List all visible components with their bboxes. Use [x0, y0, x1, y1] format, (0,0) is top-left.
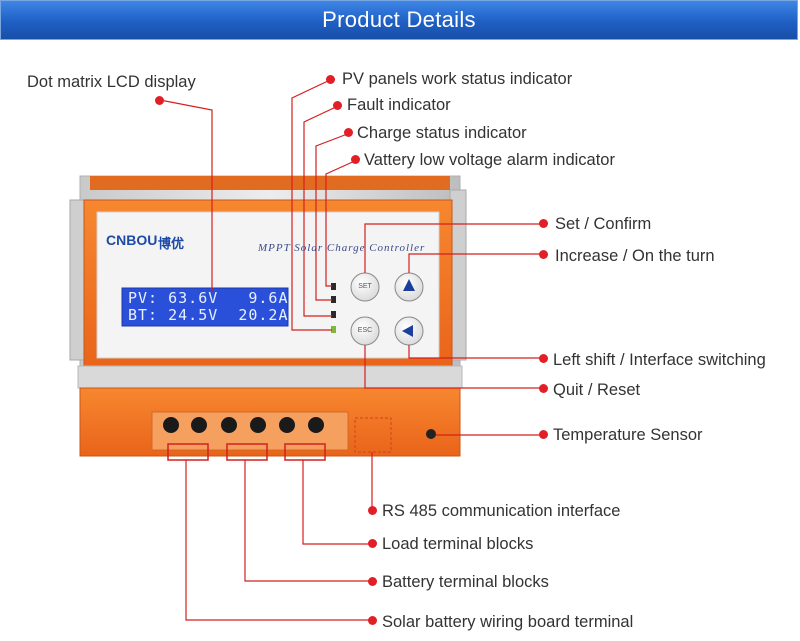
temperature-sensor-port	[426, 429, 436, 439]
callout-battery-term: Battery terminal blocks	[382, 573, 549, 591]
callout-solar: Solar battery wiring board terminal	[382, 613, 634, 631]
esc-button-label: ESC	[357, 327, 373, 334]
callout-temp-dot	[539, 430, 548, 439]
page-title: Product Details	[322, 7, 476, 32]
callout-battery-low: Vattery low voltage alarm indicator	[364, 151, 615, 169]
set-button-label: SET	[358, 283, 372, 290]
leader-lines	[159, 79, 542, 621]
terminal-brackets	[167, 443, 326, 461]
callout-quit-dot	[539, 384, 548, 393]
callout-rs485-dot	[368, 506, 377, 515]
callout-charge-dot	[344, 128, 353, 137]
callout-left: Left shift / Interface switching	[553, 351, 766, 369]
callout-pv: PV panels work status indicator	[342, 70, 573, 88]
callout-battery-term-dot	[368, 577, 377, 586]
callout-fault-dot	[333, 101, 342, 110]
callout-temp: Temperature Sensor	[553, 426, 703, 444]
callout-battery-low-dot	[351, 155, 360, 164]
terminal-screws	[163, 417, 324, 433]
callout-charge: Charge status indicator	[357, 124, 527, 142]
callout-increase: Increase / On the turn	[555, 247, 715, 265]
callout-lcd-dot	[155, 96, 164, 105]
callout-set: Set / Confirm	[555, 215, 652, 233]
callout-increase-dot	[539, 250, 548, 259]
brand-logo-cn: 博优	[158, 236, 185, 251]
device-terminal-housing	[79, 387, 461, 457]
header-banner: Product Details	[0, 0, 798, 40]
callout-lcd: Dot matrix LCD display	[27, 73, 196, 91]
brand-logo: CNBOU	[106, 232, 158, 248]
product-name: MPPT Solar Charge Controller	[258, 242, 426, 254]
callout-load: Load terminal blocks	[382, 535, 534, 553]
callout-fault: Fault indicator	[347, 96, 451, 114]
control-buttons	[350, 272, 424, 346]
lcd-screen	[121, 287, 289, 327]
callout-quit: Quit / Reset	[553, 381, 641, 399]
rs485-port	[354, 417, 392, 453]
lcd-line-2: BT: 24.5V 20.2A	[128, 306, 289, 324]
lcd-line-1: PV: 63.6V 9.6A	[128, 289, 289, 307]
device-front-panel	[83, 199, 453, 369]
device-grey-band	[77, 365, 463, 389]
callout-pv-dot	[326, 75, 335, 84]
callout-solar-dot	[368, 616, 377, 625]
callout-load-dot	[368, 539, 377, 548]
callout-left-dot	[539, 354, 548, 363]
callout-rs485: RS 485 communication interface	[382, 502, 621, 520]
indicator-leds	[331, 283, 336, 333]
callout-set-dot	[539, 219, 548, 228]
